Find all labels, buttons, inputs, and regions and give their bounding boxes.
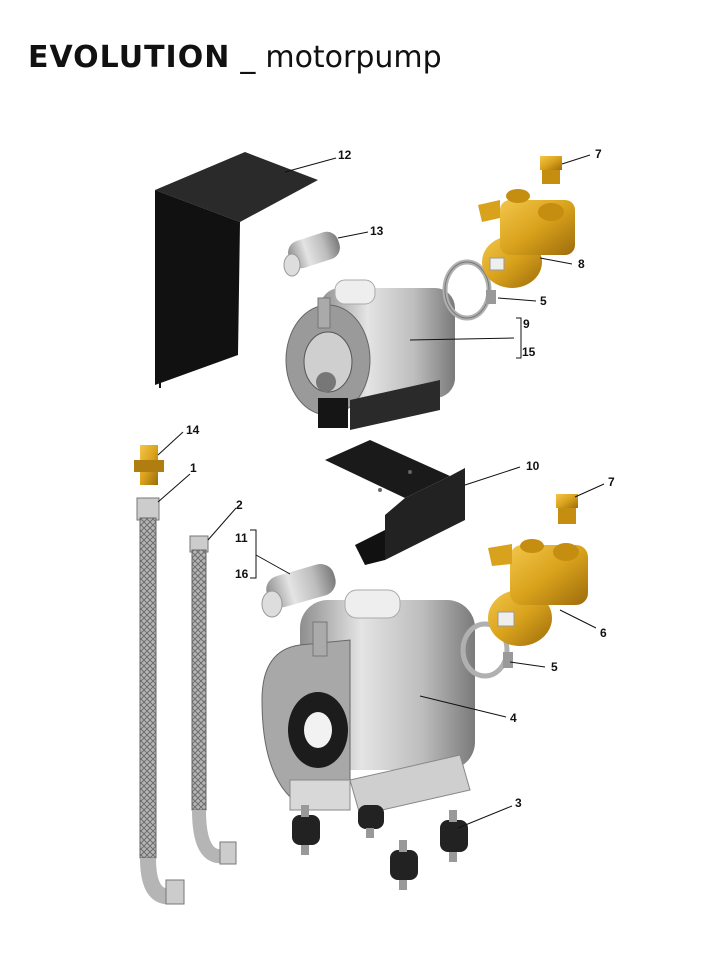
- callout-4: 4: [510, 711, 517, 725]
- callout-14: 14: [186, 423, 200, 437]
- callout-12: 12: [338, 148, 352, 162]
- part-5-lower-clamp: [460, 621, 513, 679]
- title-subtitle: motorpump: [265, 40, 442, 75]
- callout-2: 2: [236, 498, 243, 512]
- page-title: EVOLUTION _ motorpump: [28, 40, 442, 75]
- part-8-upper-pump: [478, 189, 575, 288]
- callout-5-lower: 5: [551, 660, 558, 674]
- callout-13: 13: [370, 224, 384, 238]
- part-9-upper-motor: [285, 279, 455, 430]
- leader-lines: [157, 154, 605, 829]
- part-7-lower-fitting: [556, 494, 578, 524]
- part-3-rubber-feet: [292, 805, 468, 890]
- title-separator: _: [240, 40, 256, 75]
- brand-name: EVOLUTION: [28, 40, 231, 75]
- part-2-short-hose: [189, 535, 237, 865]
- callout-16: 16: [235, 567, 249, 581]
- callout-5-upper: 5: [540, 294, 547, 308]
- callout-7-upper: 7: [595, 147, 602, 161]
- callout-11: 11: [235, 531, 248, 545]
- part-13-capacitor: [283, 231, 340, 277]
- part-5-upper-clamp: [442, 259, 496, 321]
- part-14-nipple: [134, 445, 164, 485]
- callout-15: 15: [522, 345, 536, 359]
- callout-8: 8: [578, 257, 585, 271]
- part-7-upper-fitting: [540, 156, 562, 184]
- part-12-shield: [155, 152, 318, 388]
- part-4-lower-motor: [261, 589, 475, 816]
- callout-9: 9: [523, 317, 530, 331]
- part-11-capacitor: [261, 564, 336, 618]
- part-6-lower-pump: [488, 539, 588, 646]
- callout-7-lower: 7: [608, 475, 615, 489]
- part-1-long-hose: [136, 497, 185, 905]
- callout-1: 1: [190, 461, 197, 475]
- callout-10: 10: [526, 459, 540, 473]
- callout-3: 3: [515, 796, 522, 810]
- callout-6: 6: [600, 626, 607, 640]
- part-10-bracket: [325, 440, 465, 565]
